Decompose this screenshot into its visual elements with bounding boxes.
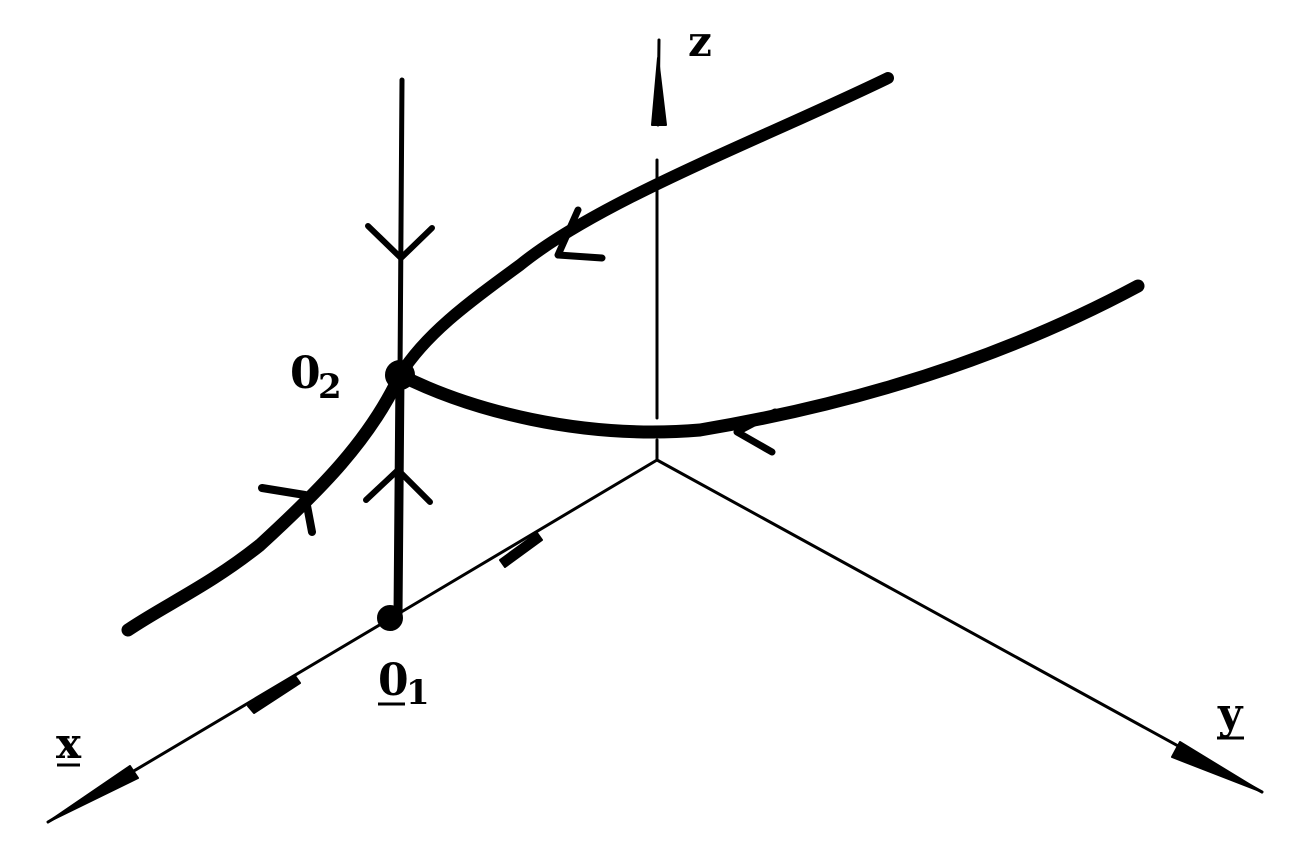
z-axis-arrowhead bbox=[651, 57, 667, 126]
arrow-up-lower bbox=[363, 467, 433, 505]
lower-trajectory bbox=[393, 279, 1145, 456]
vertical-line-lower bbox=[393, 370, 405, 620]
vertical-line-upper bbox=[397, 77, 405, 378]
vertical-invariant-line bbox=[363, 77, 435, 620]
upper-trajectory bbox=[394, 72, 894, 381]
coordinate-axes bbox=[46, 38, 1264, 824]
point-o2-label: 0 bbox=[290, 348, 321, 399]
x-axis-arrow-upper bbox=[499, 532, 543, 568]
point-o1-label: 0 bbox=[378, 655, 409, 706]
point-o2-subscript: 2 bbox=[318, 367, 342, 407]
z-axis-label: z bbox=[688, 17, 712, 66]
lower-trajectory-curve bbox=[393, 279, 1145, 439]
x-axis-label: x bbox=[56, 719, 82, 768]
point-o1-subscript: 1 bbox=[406, 673, 430, 713]
x-axis-arrowhead-end bbox=[47, 765, 139, 823]
arrow-down-upper bbox=[365, 223, 435, 261]
upper-trajectory-arrow bbox=[554, 206, 606, 262]
upper-trajectory-curve bbox=[394, 72, 894, 381]
x-axis-line bbox=[46, 458, 659, 824]
y-axis-label: y bbox=[1217, 689, 1244, 738]
outgoing-trajectory bbox=[121, 368, 407, 637]
y-axis-line bbox=[655, 458, 1264, 794]
outgoing-trajectory-arrow bbox=[258, 484, 316, 536]
equilibrium-o1-dot bbox=[377, 605, 403, 631]
x-axis-arrow-mid bbox=[247, 675, 301, 714]
y-axis-arrowhead bbox=[1171, 741, 1263, 793]
lower-trajectory-arrow bbox=[733, 408, 779, 456]
outgoing-trajectory-curve bbox=[121, 368, 407, 637]
